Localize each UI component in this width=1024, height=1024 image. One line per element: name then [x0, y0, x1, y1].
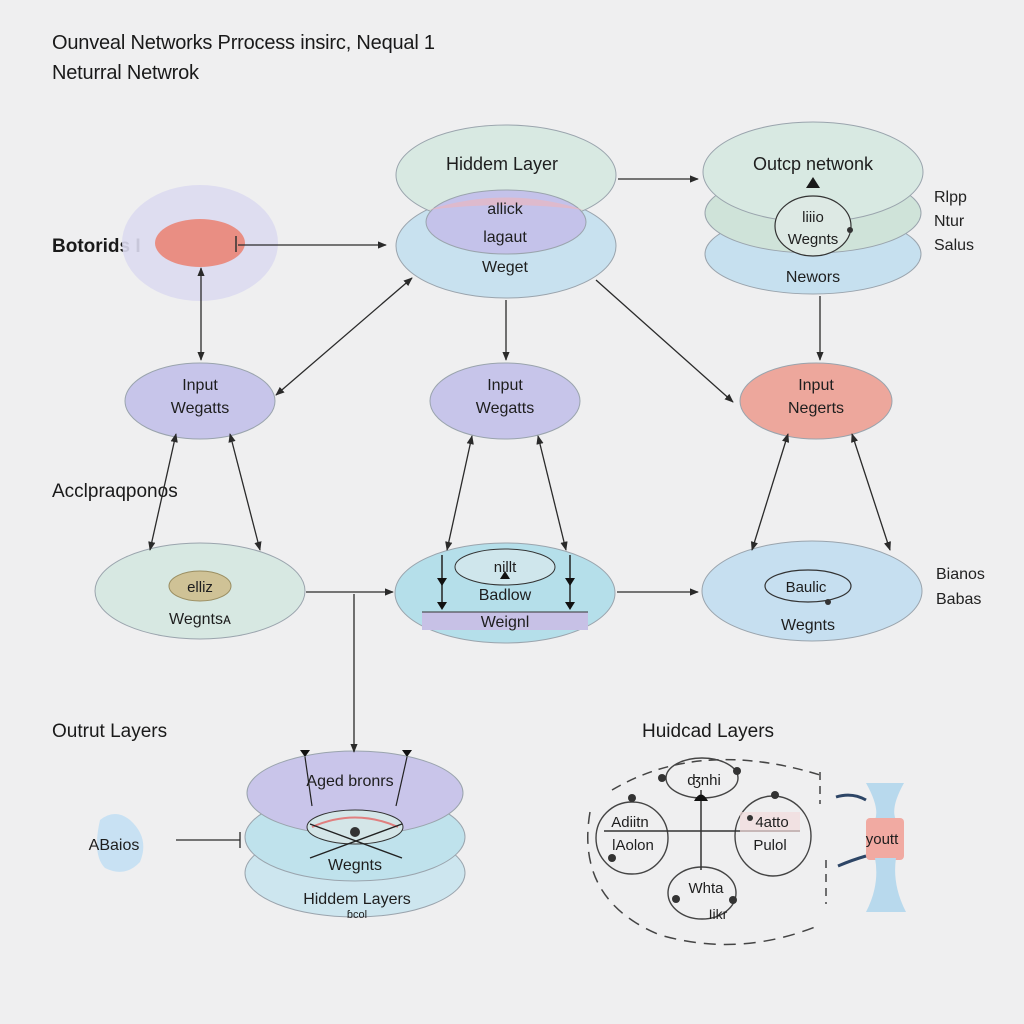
- side-label-bianos: Bianos: [936, 566, 985, 583]
- youtt-cylinder: youtt: [835, 783, 906, 912]
- bottom-left-label: Wegntsᴀ: [169, 611, 231, 628]
- title-line-2: Neturral Netwrok: [52, 62, 199, 84]
- output-network-node: Outcp netwonk liiio Wegnts Newors: [702, 121, 924, 295]
- cluster-bottom-1: Whta: [688, 880, 724, 897]
- edge-hidden-input-left: [275, 277, 413, 396]
- bottom-right-inner: Baulic: [786, 579, 827, 596]
- bottom-mid-inner-2: Badlow: [479, 587, 532, 604]
- input-right-line-2: Negerts: [788, 400, 844, 417]
- cluster-bottom-2: Iikr: [709, 906, 728, 922]
- connectors: [148, 175, 891, 848]
- bottom-right-node: Baulic Wegnts: [701, 540, 923, 642]
- side-label-babas: Babas: [936, 591, 982, 608]
- bottom-mid-inner-1: nillt: [494, 559, 517, 576]
- input-node-right: Input Negerts: [739, 362, 893, 440]
- input-node-mid: Input Wegatts: [429, 362, 581, 440]
- input-left-line-1: Input: [182, 377, 218, 394]
- hidden-layer-inner-1: allick: [487, 201, 524, 218]
- edge-input-left-bottom-a: [148, 433, 178, 551]
- cluster-left-2: lAolon: [612, 837, 654, 854]
- stack-sub-label: ɓcol: [347, 909, 367, 921]
- edge-hidden-input-right: [595, 279, 734, 403]
- input-right-line-1: Input: [798, 377, 834, 394]
- title-line-1: Ounveal Networks Prrocess insirc, Nequal…: [52, 32, 435, 54]
- side-label-ntur: Ntur: [934, 213, 965, 230]
- section-label-output-layers: Outrut Layers: [52, 721, 168, 742]
- cylinder-label: youtt: [866, 831, 899, 848]
- cluster-left-1: Adiitn: [611, 814, 649, 831]
- huidcad-cluster: ʤnhi Adiitn lAolon 4atto Pulol Whta Iikr: [587, 757, 827, 946]
- edge-input-left-bottom-b: [228, 433, 262, 551]
- input-left-line-2: Wegatts: [171, 400, 229, 417]
- output-layers-stack: Aged bronrs Wegnts Hiddem Layers ɓcol: [244, 750, 466, 921]
- output-network-label: Outcp netwonk: [753, 154, 874, 174]
- cluster-right-2: Pulol: [753, 837, 786, 854]
- section-label-huidcad-layers: Huidcad Layers: [642, 721, 775, 742]
- hidden-layer-inner-3: Weget: [482, 259, 529, 276]
- side-label-salus: Salus: [934, 237, 975, 254]
- cluster-top: ʤnhi: [687, 772, 721, 789]
- bottom-right-label: Wegnts: [781, 617, 835, 634]
- output-network-inner-1: liiio: [802, 209, 824, 226]
- botorids-node: [122, 185, 278, 301]
- edge-input-right-bottom-b: [851, 433, 891, 551]
- section-label-acclprapqonos: Acclpraqponos: [52, 481, 178, 502]
- side-label-ripp: Rlpp: [934, 189, 967, 206]
- edge-input-mid-bottom-a: [445, 435, 474, 551]
- input-mid-line-1: Input: [487, 377, 523, 394]
- hidden-layer-node: Hiddem Layer allick lagaut Weget: [395, 124, 617, 299]
- bottom-mid-node: nillt Badlow Weignl: [394, 542, 616, 644]
- section-label-botorids: Botorids I: [52, 236, 141, 257]
- bottom-mid-inner-3: Weignl: [481, 614, 530, 631]
- cluster-right-1: 4atto: [755, 814, 788, 831]
- stack-top-label: Aged bronrs: [306, 773, 393, 790]
- hidden-layer-inner-2: lagaut: [483, 229, 527, 246]
- hidden-layer-label: Hiddem Layer: [446, 154, 558, 174]
- input-mid-line-2: Wegatts: [476, 400, 534, 417]
- abaios-node: ABaios: [89, 814, 144, 872]
- input-node-left: Input Wegatts: [124, 362, 276, 440]
- edge-input-mid-bottom-b: [536, 435, 568, 551]
- stack-mid-label: Wegnts: [328, 857, 382, 874]
- stack-bot-label: Hiddem Layers: [303, 891, 411, 908]
- output-network-inner-2: Wegnts: [788, 231, 839, 248]
- bottom-left-inner: elliz: [187, 579, 213, 596]
- output-network-inner-3: Newors: [786, 269, 840, 286]
- abaios-label: ABaios: [89, 837, 140, 854]
- bottom-left-node: elliz Wegntsᴀ: [94, 542, 306, 640]
- edge-input-right-bottom-a: [750, 433, 790, 551]
